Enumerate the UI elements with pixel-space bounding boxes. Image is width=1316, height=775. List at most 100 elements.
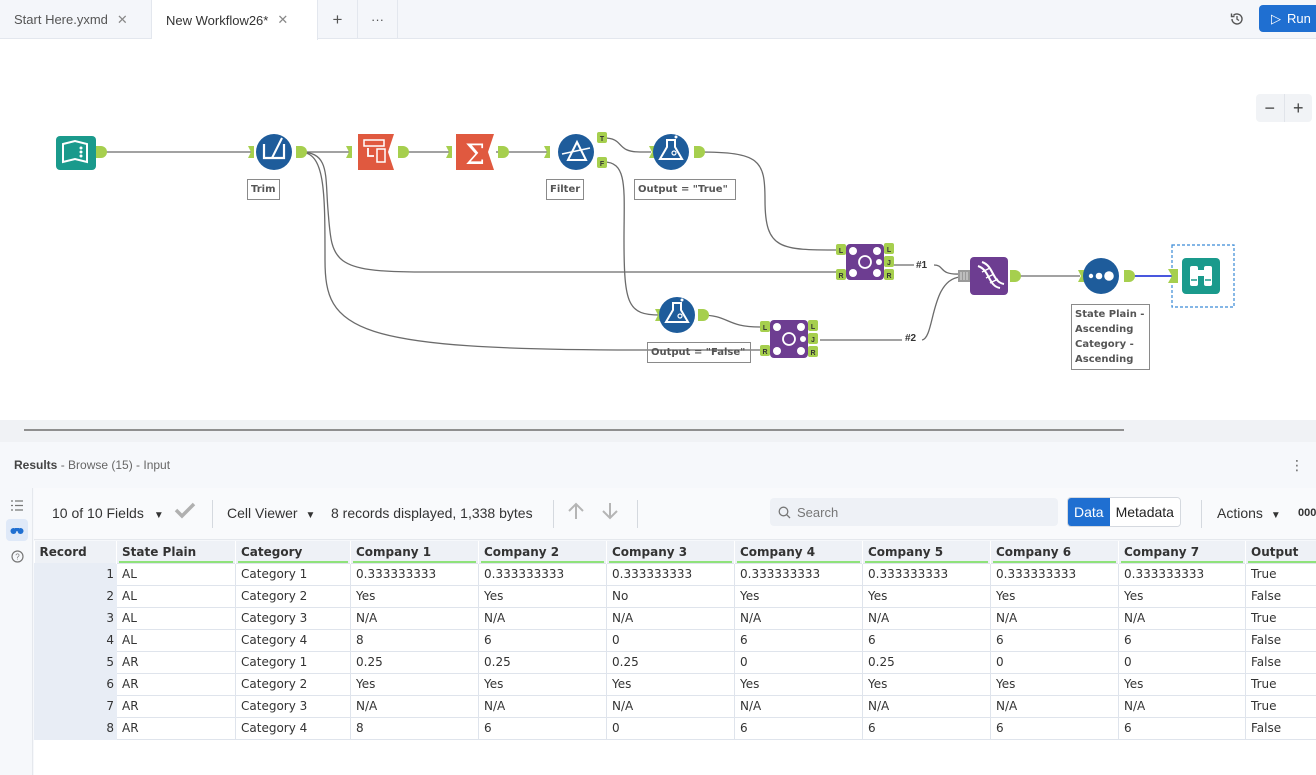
table-cell[interactable]: Yes [606,672,735,696]
table-cell[interactable]: Category 3 [235,694,351,718]
column-header[interactable]: Output [1245,541,1316,563]
run-button[interactable]: ▷ Run [1259,5,1316,32]
table-cell[interactable]: Yes [862,672,991,696]
table-cell[interactable]: 8 [350,716,479,740]
table-cell[interactable]: 6 [1118,716,1246,740]
table-cell[interactable]: 6 [862,628,991,652]
table-cell[interactable]: Yes [734,584,863,608]
table-cell[interactable]: 0.25 [350,650,479,674]
number-format-button[interactable]: 000 [1298,507,1316,519]
tab-start-here[interactable]: Start Here.yxmd ✕ [0,0,152,39]
table-cell[interactable]: 6 [990,628,1119,652]
table-cell[interactable]: 0.333333333 [478,562,607,586]
metadata-tab[interactable]: Metadata [1109,498,1180,526]
table-cell[interactable]: 0 [734,650,863,674]
more-tabs-button[interactable]: ··· [358,0,398,39]
column-header[interactable]: Company 4 [734,541,863,563]
table-cell[interactable]: True [1245,606,1316,630]
table-cell[interactable]: Category 2 [235,672,351,696]
table-cell[interactable]: 0.333333333 [862,562,991,586]
table-cell[interactable]: 0 [990,650,1119,674]
arrow-up-icon[interactable] [566,501,586,524]
table-cell[interactable]: True [1245,562,1316,586]
table-cell[interactable]: No [606,584,735,608]
table-cell[interactable]: N/A [478,606,607,630]
table-cell[interactable]: True [1245,672,1316,696]
table-cell[interactable]: Yes [990,584,1119,608]
table-cell[interactable]: N/A [734,694,863,718]
table-cell[interactable]: N/A [862,606,991,630]
column-header[interactable]: State Plain [116,541,236,563]
table-cell[interactable]: N/A [350,606,479,630]
table-cell[interactable]: Category 3 [235,606,351,630]
table-cell[interactable]: AR [116,672,236,696]
table-cell[interactable]: Yes [862,584,991,608]
table-cell[interactable]: False [1245,584,1316,608]
table-cell[interactable]: N/A [478,694,607,718]
panel-splitter[interactable] [0,420,1316,442]
close-icon[interactable]: ✕ [277,12,289,27]
table-cell[interactable]: 0 [1118,650,1246,674]
table-cell[interactable]: N/A [606,606,735,630]
table-cell[interactable]: True [1245,694,1316,718]
fields-dropdown[interactable]: 10 of 10 Fields▼ [52,505,164,521]
table-cell[interactable]: 0.25 [862,650,991,674]
table-cell[interactable]: Category 2 [235,584,351,608]
table-cell[interactable]: 8 [350,628,479,652]
table-cell[interactable]: N/A [862,694,991,718]
zoom-in-button[interactable]: + [1292,97,1304,118]
close-icon[interactable]: ✕ [116,11,128,27]
history-icon[interactable] [1226,8,1248,30]
column-header[interactable]: Company 6 [990,541,1119,563]
cell-viewer-dropdown[interactable]: Cell Viewer▼ [227,505,316,521]
workflow-canvas[interactable]: − + [0,40,1316,420]
results-menu-icon[interactable]: ⋮ [1290,457,1304,473]
table-cell[interactable]: 0.333333333 [734,562,863,586]
table-cell[interactable]: N/A [990,694,1119,718]
table-cell[interactable]: 0 [606,716,735,740]
add-tab-button[interactable]: + [318,0,358,39]
table-cell[interactable]: 6 [990,716,1119,740]
zoom-out-button[interactable]: − [1256,94,1285,122]
table-cell[interactable]: 0 [606,628,735,652]
table-cell[interactable]: N/A [1118,606,1246,630]
table-cell[interactable]: 6 [734,628,863,652]
table-cell[interactable]: AR [116,694,236,718]
table-cell[interactable]: Category 1 [235,650,351,674]
table-cell[interactable]: 0.25 [478,650,607,674]
column-header[interactable]: Category [235,541,351,563]
column-header[interactable]: Company 2 [478,541,607,563]
table-cell[interactable]: Yes [990,672,1119,696]
table-cell[interactable]: Yes [734,672,863,696]
help-icon[interactable]: ? [6,545,28,567]
column-header[interactable]: Company 5 [862,541,991,563]
table-cell[interactable]: Category 4 [235,716,351,740]
list-icon[interactable] [6,494,28,516]
table-cell[interactable]: AL [116,562,236,586]
table-cell[interactable]: Yes [350,584,479,608]
table-cell[interactable]: 0.25 [606,650,735,674]
table-cell[interactable]: 0.333333333 [606,562,735,586]
table-cell[interactable]: N/A [606,694,735,718]
table-cell[interactable]: False [1245,628,1316,652]
table-cell[interactable]: AR [116,650,236,674]
table-cell[interactable]: Yes [350,672,479,696]
arrow-down-icon[interactable] [600,501,620,524]
table-cell[interactable]: Yes [478,584,607,608]
table-cell[interactable]: Category 4 [235,628,351,652]
apply-check-icon[interactable] [174,501,196,522]
column-header[interactable]: Company 1 [350,541,479,563]
search-input[interactable]: Search [770,498,1058,526]
table-cell[interactable]: 0.333333333 [350,562,479,586]
column-header[interactable]: Company 7 [1118,541,1246,563]
table-cell[interactable]: 0.333333333 [1118,562,1246,586]
table-cell[interactable]: AL [116,606,236,630]
tab-new-workflow[interactable]: New Workflow26* ✕ [152,0,318,40]
